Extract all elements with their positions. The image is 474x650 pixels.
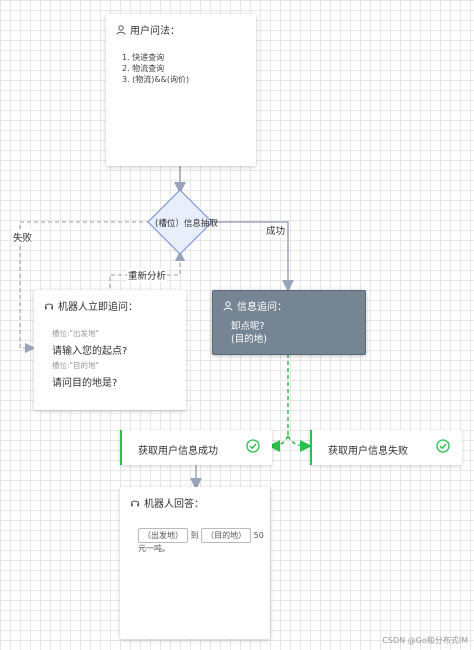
- edge-label-reanalyze: 重新分析: [127, 268, 168, 282]
- edge-label-fail: 失败: [12, 230, 34, 244]
- robot-answer-card[interactable]: 机器人回答： （出发地） 到 （目的地） 50 元一吨。: [120, 487, 270, 639]
- slot-chip-origin: （出发地）: [138, 528, 188, 543]
- slot2-label: 槽位:"目的地": [52, 361, 99, 370]
- robot-answer-title-row: 机器人回答：: [130, 495, 204, 510]
- list-item: 1. 快递查询: [122, 53, 165, 62]
- edge-label-success: 成功: [265, 223, 287, 237]
- robot-answer-row: （出发地） 到 （目的地） 50: [138, 528, 264, 543]
- user-question-list: 1. 快递查询 2. 物流查询 3. (物流)&&(询价): [122, 52, 189, 85]
- slot-chip-destination: （目的地）: [201, 528, 252, 543]
- edge-fail: [19, 221, 150, 354]
- robot-followup-title-row: 机器人立即追问：: [44, 298, 138, 313]
- robot-followup-card[interactable]: 机器人立即追问： 槽位:"出发地" 请输入您的起点? 槽位:"目的地" 请问目的…: [34, 290, 186, 410]
- person-icon: [223, 300, 233, 311]
- check-circle-icon: [436, 439, 450, 453]
- headset-icon: [131, 500, 139, 506]
- info-inquiry-card[interactable]: 信息追问： 卸点呢? (目的地): [212, 290, 366, 355]
- watermark: CSDN @Go和分布式IM: [382, 636, 468, 645]
- decision-diamond[interactable]: [147, 189, 213, 255]
- list-item: 2. 物流查询: [122, 64, 165, 73]
- list-item: 3. (物流)&&(询价): [122, 75, 190, 84]
- robot-followup-title: 机器人立即追问：: [58, 302, 138, 313]
- headset-icon: [45, 303, 53, 309]
- decision-label: (槽位）信息抽取: [155, 219, 218, 229]
- robot-answer-unit: 元一吨。: [138, 544, 170, 553]
- person-icon: [116, 24, 126, 35]
- status-accent-bar: [120, 430, 122, 465]
- status-success-text: 获取用户信息成功: [138, 446, 218, 457]
- robot-answer-title: 机器人回答：: [144, 499, 204, 510]
- user-question-title-row: 用户问法：: [116, 22, 180, 37]
- slot2-question: 请问目的地是?: [52, 378, 118, 389]
- edge-success: [211, 221, 294, 292]
- user-question-card[interactable]: 用户问法： 1. 快递查询 2. 物流查询 3. (物流)&&(询价): [106, 14, 256, 166]
- edge-reanalyze: [109, 250, 186, 288]
- info-inquiry-line1: 卸点呢?: [231, 321, 265, 332]
- status-accent-bar: [310, 430, 312, 465]
- check-circle-icon: [246, 439, 260, 453]
- user-question-title: 用户问法：: [130, 26, 180, 37]
- status-fail-card[interactable]: 获取用户信息失败: [310, 430, 462, 465]
- info-inquiry-title: 信息追问：: [237, 302, 287, 313]
- slot1-label: 槽位:"出发地": [52, 329, 99, 338]
- status-success-card[interactable]: 获取用户信息成功: [120, 430, 272, 465]
- robot-answer-mid: 到: [190, 531, 199, 540]
- info-inquiry-line2: (目的地): [231, 334, 267, 345]
- robot-answer-price: 50: [253, 531, 264, 540]
- slot1-question: 请输入您的起点?: [52, 346, 128, 357]
- status-fail-text: 获取用户信息失败: [328, 446, 408, 457]
- info-inquiry-title-row: 信息追问：: [223, 298, 287, 313]
